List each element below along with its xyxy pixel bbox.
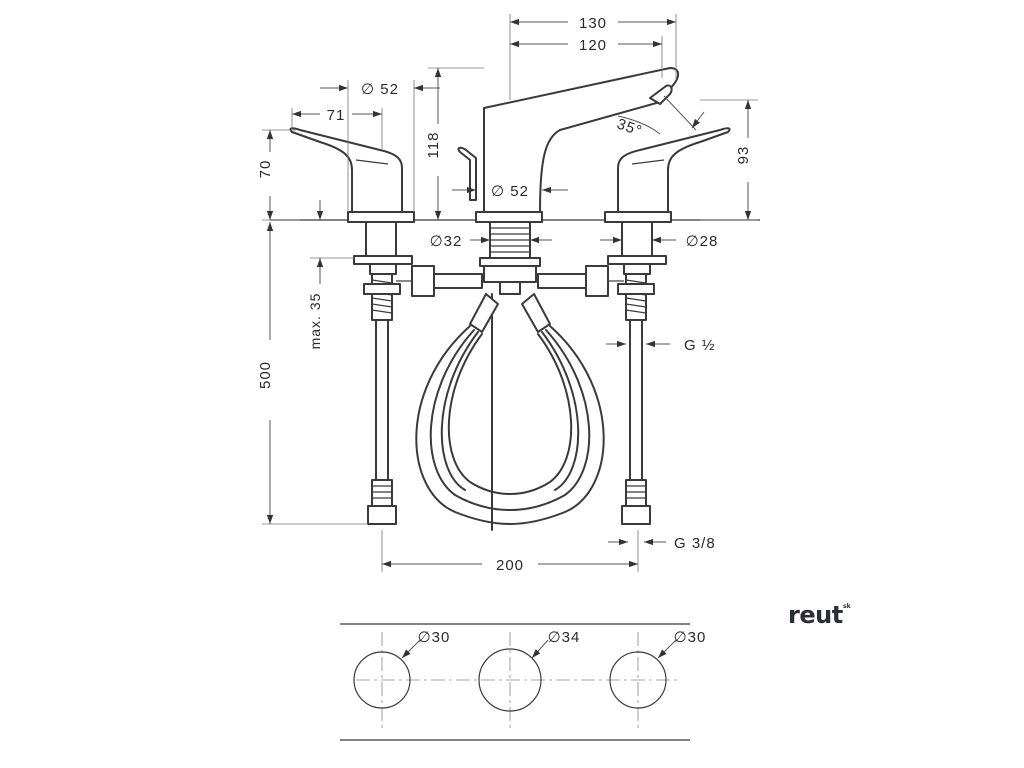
dim-70: 70 bbox=[257, 160, 274, 179]
dim-71: 71 bbox=[327, 107, 346, 124]
dim-handle-dia: ∅ 52 bbox=[361, 81, 399, 98]
dimension-labels: 130 120 ∅ 52 71 70 118 35° 93 ∅ 52 ∅32 ∅… bbox=[257, 15, 752, 574]
hole-center-dia: ∅34 bbox=[548, 629, 581, 646]
mounting-holes: ∅30 ∅34 ∅30 bbox=[340, 623, 707, 741]
dim-93: 93 bbox=[735, 146, 752, 165]
faucet-body bbox=[270, 67, 760, 531]
hole-right-dia: ∅30 bbox=[674, 629, 707, 646]
dim-130: 130 bbox=[579, 15, 607, 32]
dim-120: 120 bbox=[579, 37, 607, 54]
dim-g-3-8: G 3/8 bbox=[674, 535, 716, 552]
dim-200: 200 bbox=[496, 557, 524, 574]
dim-valve-shank-dia: ∅28 bbox=[686, 233, 719, 250]
dim-spout-base-dia: ∅ 52 bbox=[491, 183, 529, 200]
dim-spout-shank-dia: ∅32 bbox=[430, 233, 463, 250]
brand-logo-suffix: sk bbox=[843, 603, 851, 610]
dim-max-35: max. 35 bbox=[307, 293, 323, 350]
dim-35-angle: 35° bbox=[615, 115, 645, 140]
dim-500: 500 bbox=[257, 361, 274, 389]
dim-118: 118 bbox=[425, 132, 442, 159]
dimension-lines bbox=[262, 14, 758, 572]
dim-g-half: G ½ bbox=[684, 337, 715, 354]
hole-left-dia: ∅30 bbox=[418, 629, 451, 646]
brand-logo: reut bbox=[788, 601, 843, 629]
